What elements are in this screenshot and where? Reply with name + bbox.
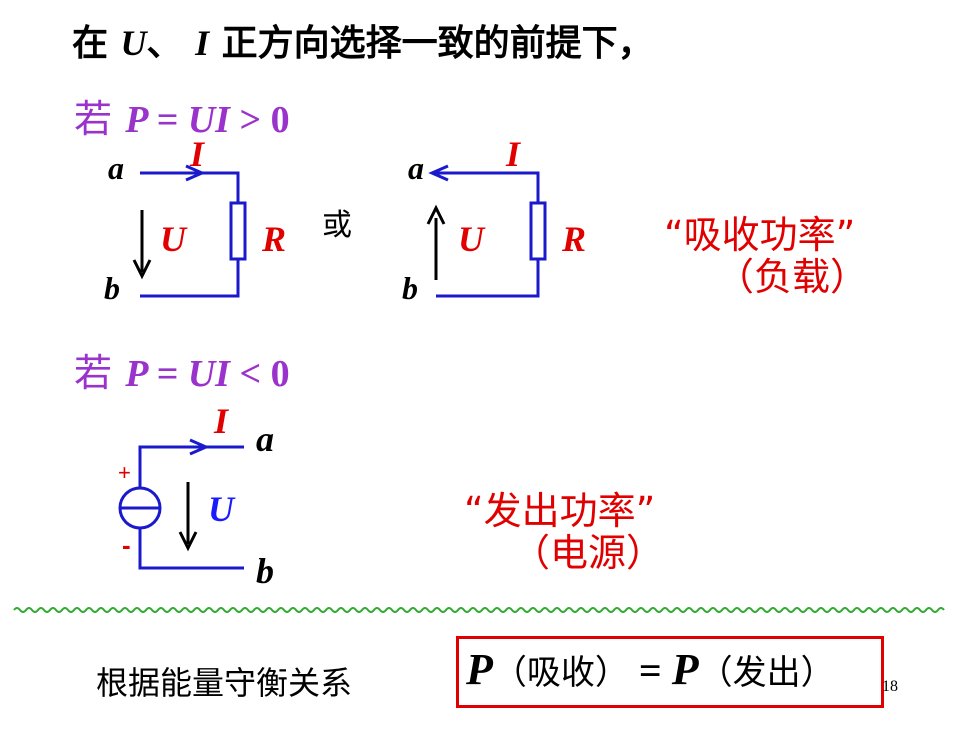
circuit-3-node-a: a [256,419,274,459]
circuit-2-current-label: I [506,134,521,174]
title-i: I [195,23,210,63]
formula-equals: = [628,648,672,693]
condition-value: 0 [270,353,290,395]
resistor-1 [229,201,247,261]
formula-absorb-word: （吸收） [492,653,629,693]
voltage-arrowhead-2 [426,204,446,225]
current-arrow-2 [428,164,449,182]
circuit-1-wire [140,171,240,298]
condition-expr: P = UI [125,353,230,395]
title-prefix: 在 [72,23,121,64]
formula-p-emit: P [671,645,699,694]
condition-op: > [229,99,271,141]
circuit-3 [118,438,244,570]
circuit-3-current-label: I [214,401,229,441]
condition-value: 0 [270,99,290,141]
circuit-1-current-label: I [190,134,205,174]
condition-op: < [229,353,271,395]
condition-positive: 若 P = UI > 0 [74,88,290,143]
voltage-arrowhead-1 [132,259,152,280]
conservation-formula: P（吸收） = P（发出） [466,644,835,695]
circuit-1-resistor-label: R [262,219,287,259]
title-u: U [120,23,147,63]
title-suffix: 正方向选择一致的前提下， [209,23,654,64]
source-minus-sign: - [122,530,131,560]
source-plus-sign: + [118,460,131,485]
circuit-2-wire [432,171,540,298]
circuit-1 [132,164,247,298]
title-sep: 、 [146,23,196,64]
circuit-3-voltage-label: U [208,489,234,529]
circuit-2-node-b: b [402,270,418,306]
current-arrow-1 [185,164,206,182]
formula-box [456,636,884,708]
circuit-2-node-a: a [408,150,424,186]
conservation-label: 根据能量守衡关系 [96,664,353,702]
resistor-2 [529,201,547,261]
circuit-2 [426,164,547,298]
formula-p-absorb: P [466,645,493,694]
emit-power-sub: （电源） [512,531,665,575]
condition-word: 若 [74,351,113,395]
condition-word: 若 [74,97,113,141]
wavy-divider [13,607,945,613]
page-number: 18 [882,678,898,695]
title-sentence: 在 U、 I 正方向选择一致的前提下， [72,14,654,66]
circuit-2-resistor-label: R [562,219,587,259]
condition-negative: 若 P = UI < 0 [74,342,290,397]
absorb-power-label: “吸收功率” [664,213,856,257]
formula-emit-word: （发出） [698,653,835,693]
circuit-1-node-b: b [104,270,120,306]
condition-expr: P = UI [125,99,230,141]
emit-power-label: “发出功率” [464,489,656,533]
circuit-2-voltage-label: U [458,219,484,259]
circuit-1-voltage-label: U [160,219,186,259]
or-label: 或 [322,208,352,243]
circuit-3-node-b: b [256,551,274,591]
current-arrow-3 [189,438,210,456]
circuit-1-node-a: a [108,150,124,186]
absorb-power-sub: （负载） [716,255,869,299]
voltage-arrowhead-3 [178,531,198,552]
